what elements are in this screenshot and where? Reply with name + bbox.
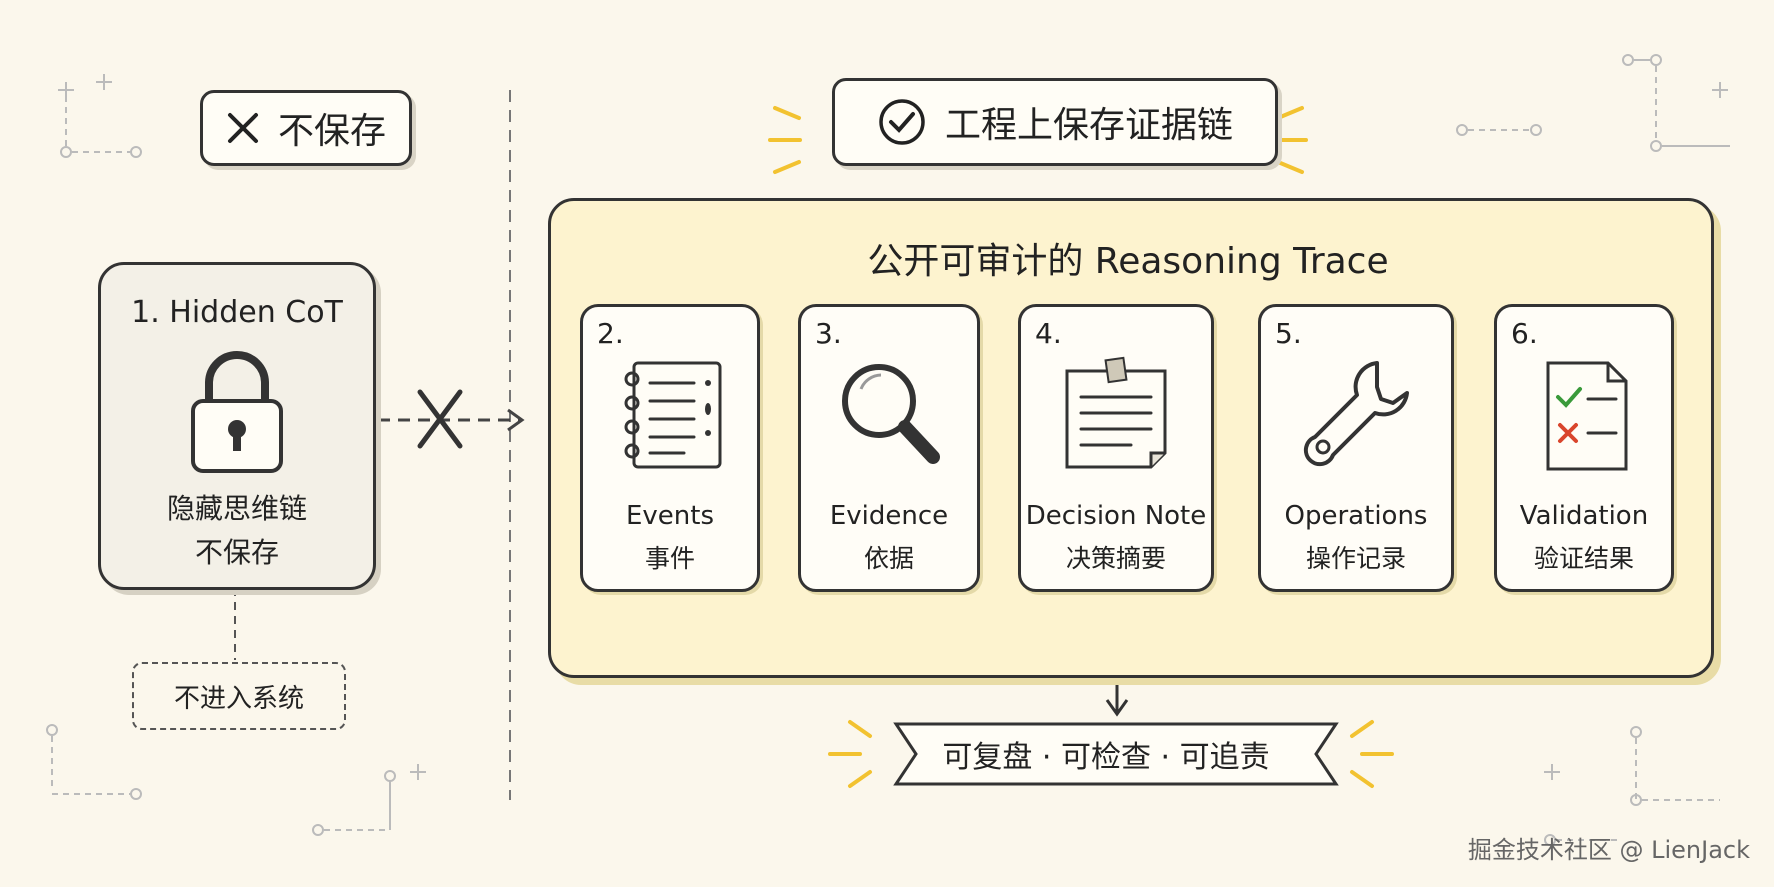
hidden-cot-title: 1. Hidden CoT: [131, 295, 343, 330]
step-label-en: Validation: [1519, 501, 1649, 531]
step-operations: 5. Operations 操作记录: [1258, 304, 1454, 592]
step-evidence: 3. Evidence 依据: [798, 304, 980, 592]
step-decision-note: 4. Decision Note 决策摘要: [1018, 304, 1214, 592]
not-saved-label: 不保存: [277, 111, 386, 152]
lock-icon: [183, 347, 291, 481]
step-number: 5.: [1275, 317, 1302, 350]
magnifier-icon: [801, 349, 977, 479]
cross-icon: [226, 111, 260, 145]
step-label-en: Evidence: [829, 501, 949, 531]
wrench-icon: [1261, 349, 1451, 479]
step-label-zh: 依据: [863, 544, 914, 573]
step-validation: 6. Validation 验证结果: [1494, 304, 1674, 592]
panel-title: 公开可审计的 Reasoning Trace: [867, 241, 1389, 282]
step-label-zh: 验证结果: [1533, 544, 1634, 573]
not-saved-tag: 不保存: [200, 90, 412, 166]
step-label-zh: 决策摘要: [1065, 544, 1166, 573]
result-ribbon: [893, 722, 1339, 786]
watermark: 掘金技术社区 @ LienJack: [1467, 836, 1750, 864]
saved-evidence-tag: 工程上保存证据链: [832, 78, 1278, 166]
step-number: 3.: [815, 317, 842, 350]
step-label-en: Decision Note: [1025, 501, 1207, 531]
sticky-note-icon: [1021, 349, 1211, 479]
step-label-zh: 事件: [644, 544, 695, 573]
notebook-icon: [583, 349, 757, 479]
corner-decoration: [46, 54, 1730, 846]
step-label-en: Events: [625, 501, 715, 531]
sparkle-decoration: [768, 106, 1394, 788]
not-in-system-note: 不进入系统: [132, 662, 346, 730]
step-label-zh: 操作记录: [1305, 544, 1406, 573]
step-number: 4.: [1035, 317, 1062, 350]
hidden-cot-line2: 不保存: [194, 536, 279, 569]
step-events: 2. Events 事件: [580, 304, 760, 592]
checklist-icon: [1497, 349, 1671, 479]
saved-evidence-label: 工程上保存证据链: [944, 105, 1233, 146]
check-circle-icon: [877, 97, 927, 147]
step-number: 2.: [597, 317, 624, 350]
reject-cross-icon: [417, 389, 463, 449]
hidden-cot-line1: 隐藏思维链: [166, 492, 307, 525]
result-banner: 可复盘 · 可检查 · 可追责: [942, 740, 1270, 775]
hidden-cot-card: 1. Hidden CoT 隐藏思维链 不保存: [98, 262, 376, 590]
step-number: 6.: [1511, 317, 1538, 350]
step-label-en: Operations: [1284, 501, 1428, 531]
